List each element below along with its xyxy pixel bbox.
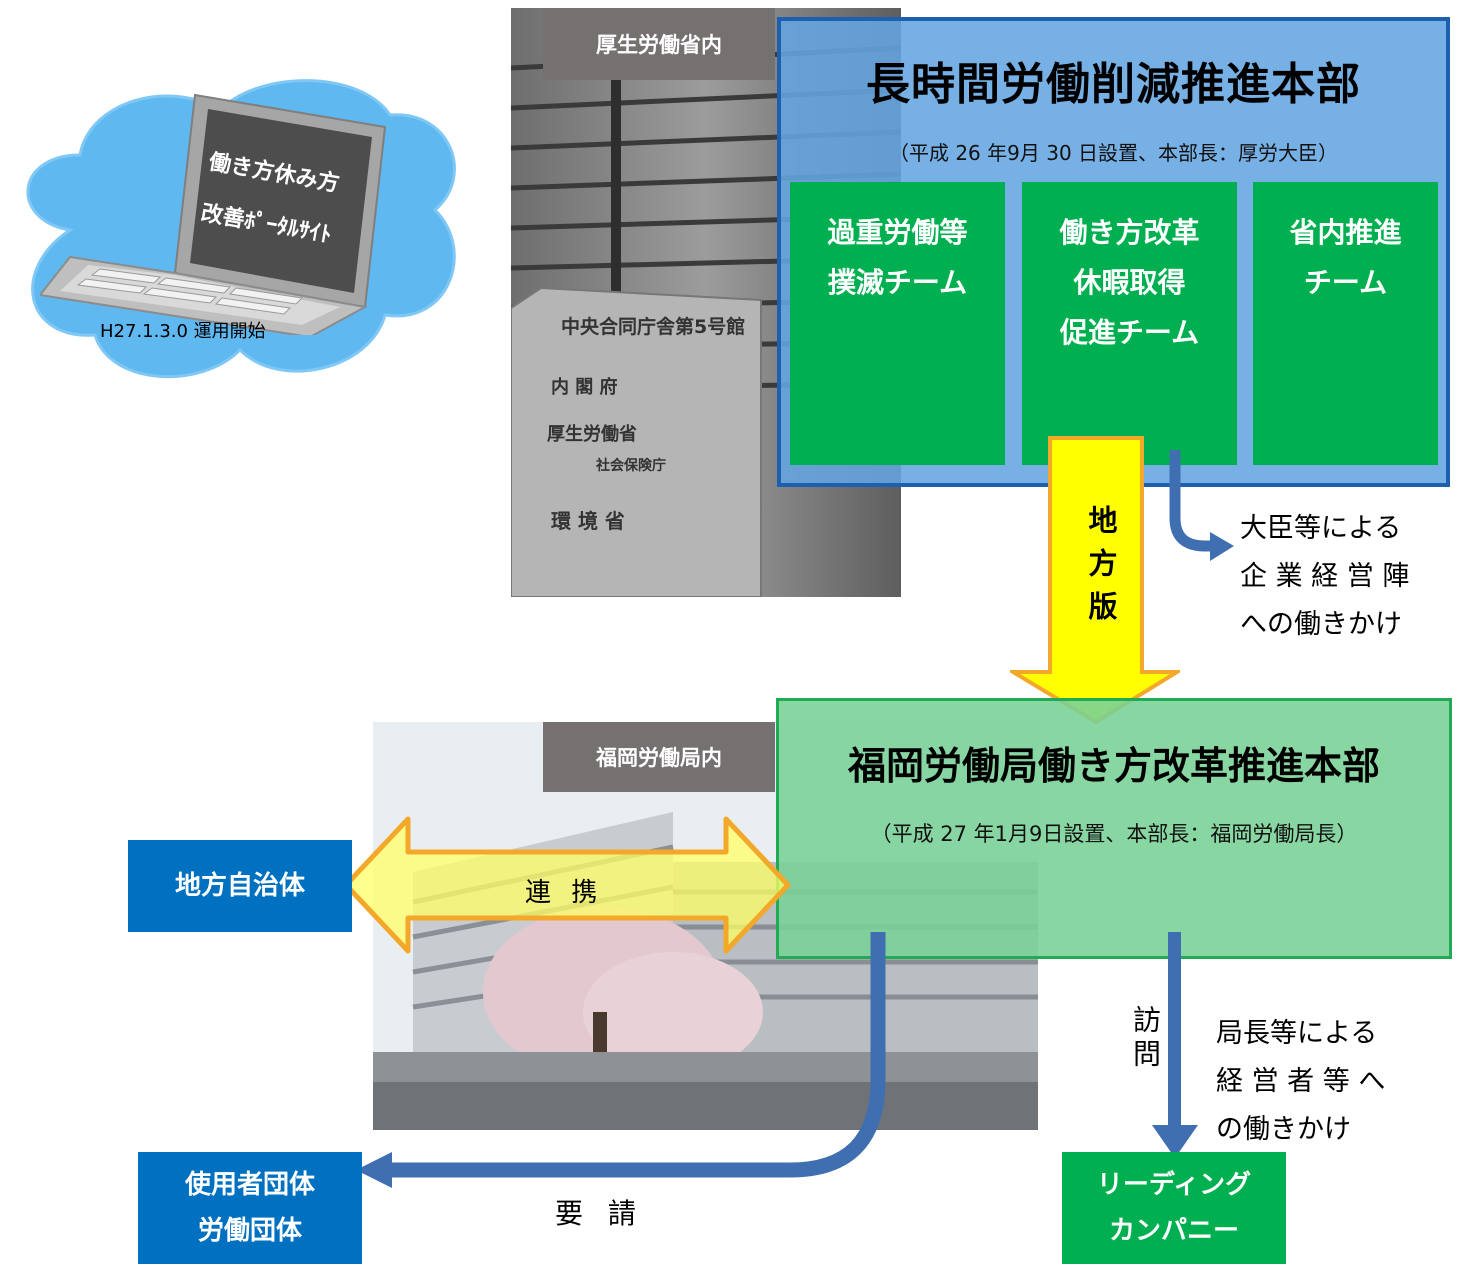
ministry-hq-title: 長時間労働削減推進本部 bbox=[866, 59, 1361, 110]
cooperation-label: 連 携 bbox=[525, 878, 604, 908]
fukuoka-tag: 福岡労働局内 bbox=[543, 722, 775, 792]
svg-text:社会保険庁: 社会保険庁 bbox=[595, 457, 666, 474]
svg-text:内 閣 府: 内 閣 府 bbox=[551, 376, 618, 398]
ministry-hq-subtitle: （平成 26 年9月 30 日設置、本部長：厚労大臣） bbox=[888, 141, 1339, 165]
leading-company-box: リーディング カンパニー bbox=[1062, 1152, 1286, 1264]
fukuoka-hq-title: 福岡労働局働き方改革推進本部 bbox=[847, 744, 1380, 788]
minister-action-text: 大臣等による 企 業 経 営 陣 への働きかけ bbox=[1240, 513, 1410, 640]
visit-arrow bbox=[1152, 932, 1198, 1158]
ministry-tag: 厚生労働省内 bbox=[543, 8, 775, 80]
laptop-icon bbox=[40, 93, 387, 335]
svg-text:厚生労働省: 厚生労働省 bbox=[547, 423, 637, 445]
team-workstyle-reform: 働き方改革 休暇取得 促進チーム bbox=[1022, 182, 1237, 465]
local-government-box: 地方自治体 bbox=[128, 840, 352, 932]
portal-start-date: H27.1.3.0 運用開始 bbox=[100, 321, 266, 342]
regional-version-label: 地方版 bbox=[1084, 505, 1118, 634]
svg-text:中央合同庁舎第5号館: 中央合同庁舎第5号館 bbox=[561, 315, 745, 338]
svg-text:環 境 省: 環 境 省 bbox=[551, 509, 625, 533]
request-arrow bbox=[356, 932, 886, 1188]
cooperation-double-arrow bbox=[343, 816, 791, 954]
team-internal: 省内推進 チーム bbox=[1253, 182, 1438, 465]
request-label: 要 請 bbox=[555, 1197, 644, 1230]
minister-action-arrow bbox=[1169, 450, 1234, 561]
director-action-text: 局長等による 経 営 者 等 へ の働きかけ bbox=[1216, 1018, 1386, 1145]
visit-label: 訪問 bbox=[1129, 1005, 1162, 1073]
regional-arrow bbox=[1010, 436, 1180, 725]
fukuoka-hq-box bbox=[776, 698, 1452, 959]
fukuoka-hq-subtitle: （平成 27 年1月9日設置、本部長：福岡労働局長） bbox=[870, 822, 1358, 846]
team-overwork: 過重労働等 撲滅チーム bbox=[790, 182, 1005, 465]
employer-labor-groups-box: 使用者団体 労働団体 bbox=[138, 1152, 362, 1264]
